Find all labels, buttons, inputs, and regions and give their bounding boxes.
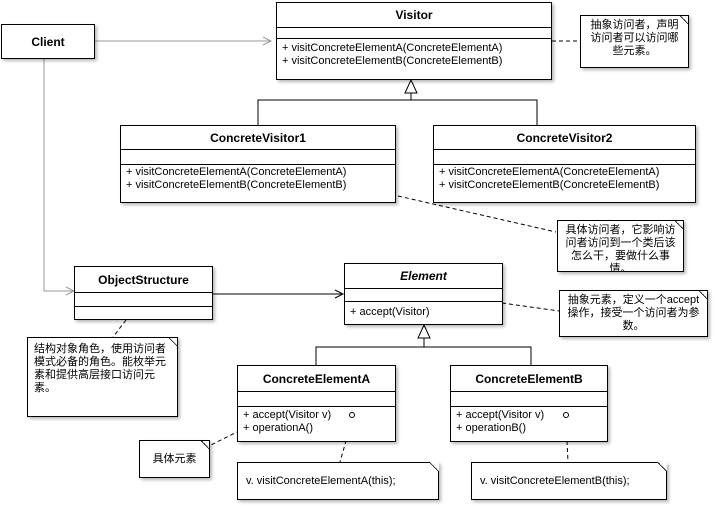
visitor-generalization-triangle	[404, 78, 418, 94]
element-class-name-text: Element	[400, 269, 447, 283]
client-visitor-arrowhead	[262, 36, 273, 46]
note-code-b: v. visitConcreteElementB(this);	[471, 462, 667, 500]
client-label: Client	[31, 34, 65, 49]
concrete-visitor-2-op: + visitConcreteElementA(ConcreteElementA…	[439, 166, 660, 178]
concrete-visitor-1-op: + visitConcreteElementA(ConcreteElementA…	[126, 166, 347, 178]
note-anchor-concrete-visitor	[397, 195, 557, 233]
note-object-structure: 结构对象角色，使用访问者模式必备的角色。能枚举元素和提供高层接口访问元素。	[27, 337, 178, 417]
concrete-element-a-class: ConcreteElementA + accept(Visitor v) + o…	[237, 365, 396, 442]
note-attachment-marker	[349, 412, 355, 418]
concrete-visitor-1-class: ConcreteVisitor1 + visitConcreteElementA…	[120, 125, 396, 203]
visitor-class-name: Visitor	[277, 3, 551, 28]
note-code-a: v. visitConcreteElementA(this);	[237, 462, 439, 500]
client-box: Client	[1, 24, 95, 59]
element-operations: + accept(Visitor)	[345, 302, 502, 319]
concrete-visitor-1-attributes	[121, 150, 395, 165]
element-generalization-tree	[315, 346, 532, 365]
note-code-b-text: v. visitConcreteElementB(this);	[480, 475, 630, 487]
concrete-element-b-op: + accept(Visitor v)	[456, 409, 545, 421]
object-structure-class-name: ObjectStructure	[75, 267, 212, 293]
concrete-visitor-2-attributes	[434, 150, 695, 165]
visitor-op: + visitConcreteElementB(ConcreteElementB…	[282, 55, 503, 67]
concrete-element-a-attributes	[238, 392, 395, 407]
note-visitor-text: 抽象访问者，声明访问者可以访问哪些元素。	[590, 19, 679, 57]
visitor-class: Visitor + visitConcreteElementA(Concrete…	[276, 2, 552, 80]
element-op: + accept(Visitor)	[350, 306, 430, 318]
concrete-visitor-1-operations: + visitConcreteElementA(ConcreteElementA…	[121, 165, 395, 192]
note-anchor-element	[501, 302, 560, 312]
note-concrete-element: 具体元素	[139, 440, 210, 478]
visitor-operations: + visitConcreteElementA(ConcreteElementA…	[277, 39, 551, 68]
element-attributes	[345, 289, 502, 302]
element-class-name: Element	[345, 264, 502, 289]
note-code-a-text: v. visitConcreteElementA(this);	[246, 475, 396, 487]
object-structure-class: ObjectStructure	[74, 266, 213, 320]
concrete-element-a-class-name: ConcreteElementA	[238, 366, 395, 392]
concrete-element-b-operations: + accept(Visitor v) + operationB()	[451, 407, 607, 435]
element-class: Element + accept(Visitor)	[344, 263, 503, 325]
note-element: 抽象元素，定义一个accept操作，接受一个访问者为参数。	[559, 290, 708, 337]
note-element-text: 抽象元素，定义一个accept操作，接受一个访问者为参数。	[567, 294, 700, 332]
note-anchor-objectstructure	[112, 319, 127, 338]
note-concrete-visitor: 具体访问者，它影响访问者访问到一个类后该怎么干，要做什么事情。	[557, 220, 684, 272]
object-structure-operations	[75, 307, 212, 319]
concrete-visitor-2-op: + visitConcreteElementB(ConcreteElementB…	[439, 179, 660, 191]
note-object-structure-text: 结构对象角色，使用访问者模式必备的角色。能枚举元素和提供高层接口访问元素。	[34, 343, 166, 394]
visitor-attributes	[277, 28, 551, 39]
concrete-element-a-op: + accept(Visitor v)	[243, 409, 332, 421]
concrete-visitor-2-operations: + visitConcreteElementA(ConcreteElementA…	[434, 165, 695, 192]
concrete-element-b-op: + operationB()	[456, 422, 527, 434]
note-attachment-marker	[563, 412, 569, 418]
concrete-element-a-operations: + accept(Visitor v) + operationA()	[238, 407, 395, 435]
concrete-visitor-1-op: + visitConcreteElementB(ConcreteElementB…	[126, 179, 347, 191]
concrete-visitor-2-class: ConcreteVisitor2 + visitConcreteElementA…	[433, 125, 696, 203]
concrete-element-b-attributes	[451, 392, 607, 407]
note-concrete-element-text: 具体元素	[152, 452, 197, 465]
visitor-generalization-tree	[257, 99, 538, 125]
concrete-visitor-1-class-name: ConcreteVisitor1	[121, 126, 395, 150]
concrete-visitor-2-class-name: ConcreteVisitor2	[434, 126, 695, 150]
visitor-op: + visitConcreteElementA(ConcreteElementA…	[282, 42, 503, 54]
element-generalization-triangle	[417, 323, 431, 339]
note-concrete-visitor-text: 具体访问者，它影响访问者访问到一个类后该怎么干，要做什么事情。	[565, 224, 676, 272]
object-structure-attributes	[75, 293, 212, 307]
concrete-element-b-class-name: ConcreteElementB	[451, 366, 607, 392]
objectstructure-element-arrowhead	[334, 289, 345, 299]
note-visitor: 抽象访问者，声明访问者可以访问哪些元素。	[580, 15, 689, 68]
client-objectstructure-association	[43, 59, 74, 292]
concrete-element-a-op: + operationA()	[243, 422, 314, 434]
concrete-element-b-class: ConcreteElementB + accept(Visitor v) + o…	[450, 365, 608, 442]
